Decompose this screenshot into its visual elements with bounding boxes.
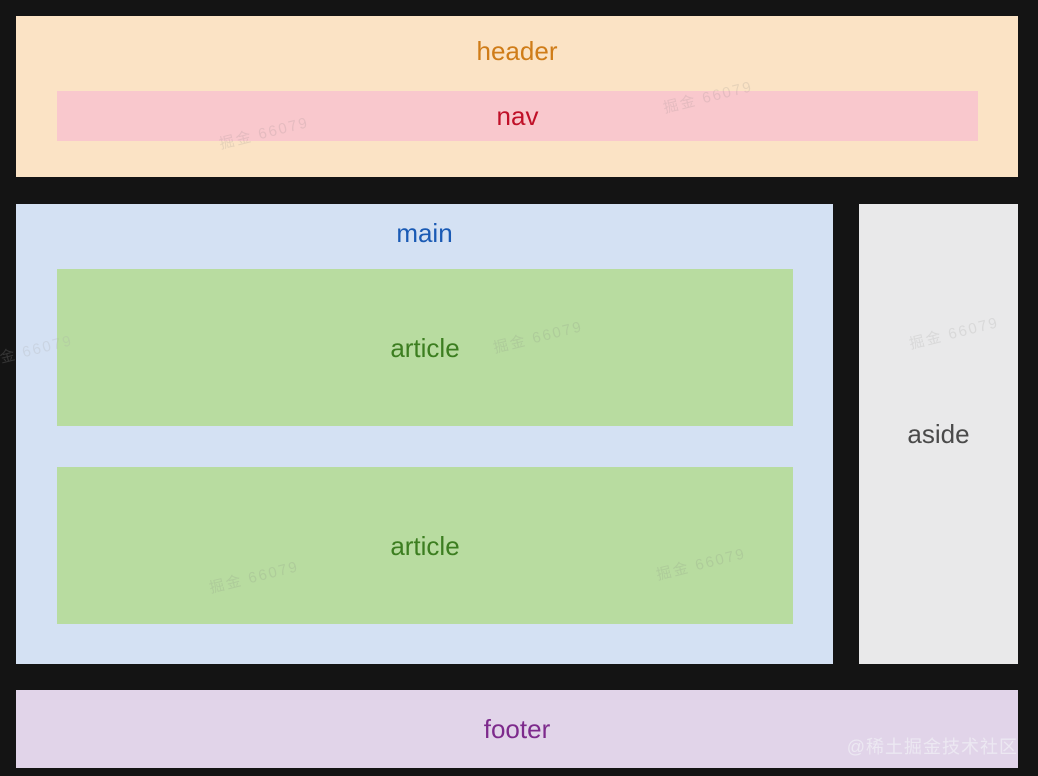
nav-box: nav — [57, 91, 978, 141]
article-box-2: article — [57, 467, 793, 624]
footer-box: footer — [16, 690, 1018, 768]
header-label: header — [476, 36, 558, 66]
article-label-1: article — [390, 332, 460, 363]
footer-label: footer — [483, 714, 551, 744]
aside-label: aside — [907, 419, 970, 449]
main-label: main — [396, 218, 453, 248]
main-box: main article article — [16, 204, 833, 664]
nav-label: nav — [496, 101, 539, 131]
article-label-2: article — [390, 530, 460, 561]
aside-box: aside — [859, 204, 1018, 664]
article-box-1: article — [57, 269, 793, 426]
header-box: header nav — [16, 16, 1018, 177]
